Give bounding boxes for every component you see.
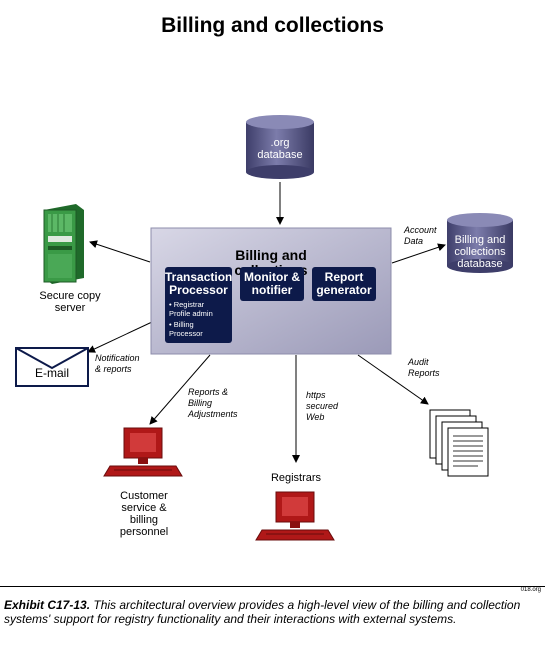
registrars-computer-icon — [255, 491, 335, 541]
org-database-label: .org database — [257, 137, 303, 161]
notification-label: Notification & reports — [95, 353, 140, 374]
audit-reports-label: Audit Reports — [408, 357, 440, 378]
customer-service-label: Customer service & billing personnel — [119, 490, 169, 538]
secure-copy-label: Secure copy server — [39, 290, 101, 314]
figure-caption: Exhibit C17-13. This architectural overv… — [4, 598, 524, 626]
arrow-central-to-billingdb — [391, 243, 446, 264]
tp-item-billing: • Billing Processor — [169, 320, 203, 338]
caption-lead: Exhibit C17-13. — [4, 598, 91, 612]
arrow-central-to-server — [89, 240, 151, 263]
report-generator-label: Report generator — [316, 270, 372, 297]
diagram-frame — [0, 586, 545, 587]
email-label: E-mail — [34, 366, 69, 380]
email-envelope-icon — [15, 347, 89, 387]
account-data-label: Account Data — [404, 225, 437, 246]
customer-computer-icon — [103, 427, 183, 477]
arrow-central-to-audit — [357, 354, 429, 405]
caption-text: This architectural overview provides a h… — [4, 598, 521, 626]
registrars-label: Registrars — [270, 472, 322, 484]
tp-item-registrar: • Registrar Profile admin — [169, 300, 213, 318]
billing-database-label: Billing and collections database — [454, 234, 506, 270]
reports-billing-label: Reports & Billing Adjustments — [188, 387, 238, 419]
footnote-code: 018.org — [520, 587, 541, 593]
https-label: https secured Web — [306, 390, 339, 422]
billing-database-icon — [447, 213, 513, 273]
monitor-notifier-box: Monitor & notifier — [240, 267, 304, 301]
audit-reports-icon — [429, 409, 489, 477]
arrow-central-to-email — [87, 321, 153, 353]
org-database-icon — [246, 115, 314, 179]
arrow-central-to-customer — [149, 354, 211, 425]
diagram-title: Billing and collections — [161, 14, 384, 37]
server-icon — [43, 204, 84, 284]
monitor-notifier-label: Monitor & notifier — [244, 270, 300, 297]
transaction-processor-box: Transaction Processor • Registrar Profil… — [165, 267, 232, 343]
transaction-processor-title: Transaction Processor — [165, 270, 233, 297]
report-generator-box: Report generator — [312, 267, 376, 301]
